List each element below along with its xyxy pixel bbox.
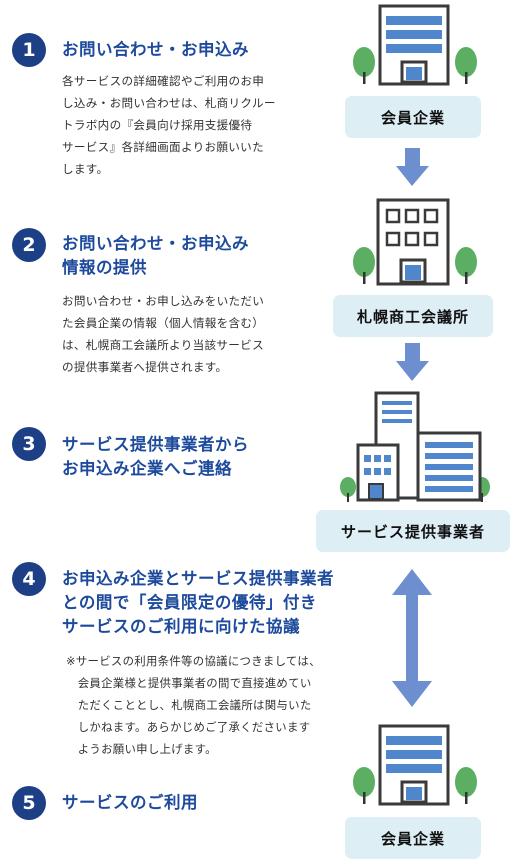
step-4-number: 4 — [12, 562, 46, 596]
step-2-number: 2 — [12, 228, 46, 262]
step-2-title: お問い合わせ・お申込み 情報の提供 — [62, 234, 249, 277]
step-3-title: サービス提供事業者から お申込み企業へご連絡 — [62, 435, 249, 478]
arrow-down-icon-1 — [396, 148, 429, 186]
member-building-icon-top — [353, 4, 477, 86]
step-5-number: 5 — [12, 786, 46, 820]
arrow-down-icon-2 — [396, 343, 429, 381]
step-5-title: サービスのご利用 — [62, 793, 198, 812]
chamber-building-icon — [353, 198, 477, 286]
member-company-label-top: 会員企業 — [345, 96, 481, 138]
step-1-title: お問い合わせ・お申込み — [62, 40, 249, 59]
member-company-label-bottom: 会員企業 — [345, 817, 481, 859]
step-2-description: お問い合わせ・お申し込みをいただい た会員企業の情報（個人情報を含む） は、札幌… — [62, 294, 265, 374]
member-building-icon-bottom — [353, 724, 477, 806]
step-4-title: お申込み企業とサービス提供事業者 との間で「会員限定の優待」付き サービスのご利… — [62, 569, 334, 636]
provider-label: サービス提供事業者 — [316, 510, 510, 552]
step-1-description: 各サービスの詳細確認やご利用のお申 し込み・お問い合わせは、札商リクルー トラボ… — [62, 74, 276, 176]
step-1-number: 1 — [12, 33, 46, 67]
bidirectional-arrow-icon — [392, 569, 432, 707]
step-3-number: 3 — [12, 427, 46, 461]
provider-buildings-icon — [340, 391, 490, 502]
chamber-label: 札幌商工会議所 — [333, 295, 493, 337]
step-4-description: ※サービスの利用条件等の協議につきましては、 会員企業様と提供事業者の間で直接進… — [66, 654, 321, 756]
